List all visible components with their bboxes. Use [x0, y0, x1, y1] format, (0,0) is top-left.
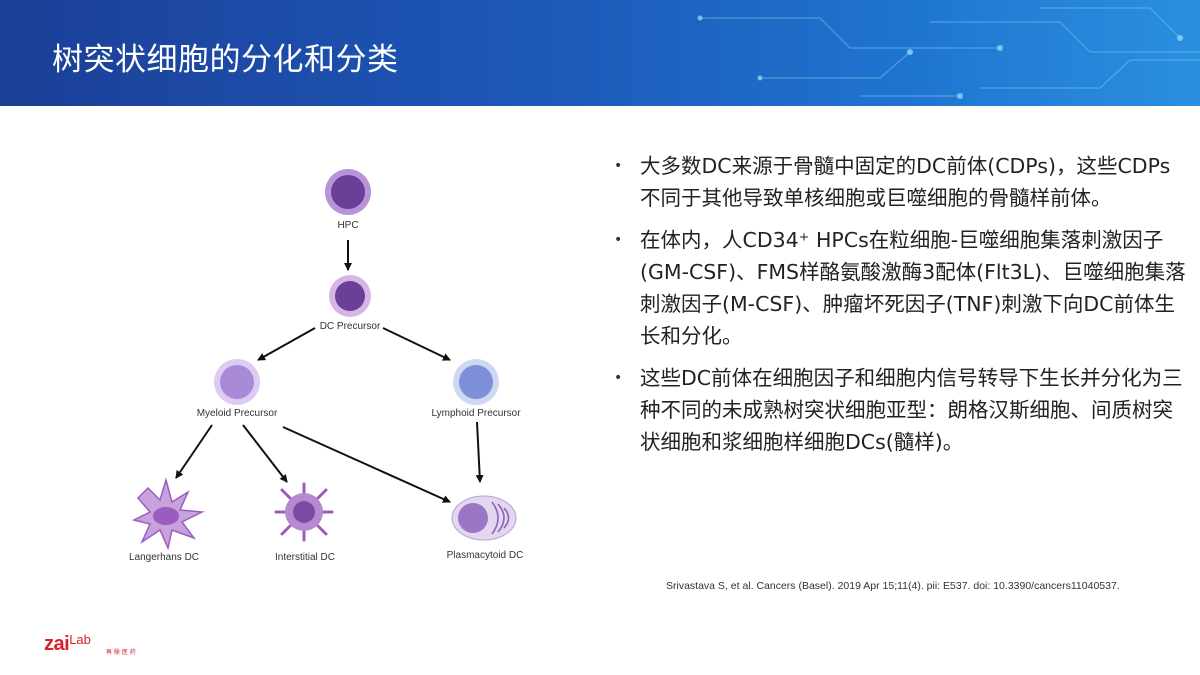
- hpc-cell-icon: [325, 169, 371, 215]
- bullet-text: 在体内，人CD34⁺ HPCs在粒细胞-巨噬细胞集落刺激因子(GM-CSF)、F…: [640, 228, 1186, 348]
- bullet-dot-icon: •: [614, 370, 623, 386]
- interstitial-dc-label: Interstitial DC: [275, 552, 335, 563]
- lymphoid-precursor-label: Lymphoid Precursor: [431, 408, 521, 419]
- myeloid-precursor-cell-icon: [214, 359, 260, 405]
- zai-lab-logo: zaiLab 再 鼎 医 药: [44, 632, 136, 657]
- plasmacytoid-dc-label: Plasmacytoid DC: [447, 550, 524, 561]
- bullet-text: 这些DC前体在细胞因子和细胞内信号转导下生长并分化为三种不同的未成熟树突状细胞亚…: [640, 366, 1183, 454]
- logo-sub-text: Lab: [69, 632, 91, 647]
- arrow-myeloid-to-langerhans: [175, 424, 213, 479]
- bullet-item: • 在体内，人CD34⁺ HPCs在粒细胞-巨噬细胞集落刺激因子(GM-CSF)…: [612, 224, 1187, 352]
- dc-precursor-label: DC Precursor: [320, 321, 381, 332]
- bullet-dot-icon: •: [614, 232, 623, 248]
- hpc-label: HPC: [337, 220, 358, 231]
- arrow-dc-precursor-to-lymphoid: [382, 327, 451, 361]
- circuit-decoration: [697, 7, 1200, 99]
- lymphoid-precursor-cell-icon: [453, 359, 499, 405]
- langerhans-dc-label: Langerhans DC: [129, 552, 199, 563]
- bullet-item: • 大多数DC来源于骨髓中固定的DC前体(CDPs)，这些CDPs不同于其他导致…: [612, 150, 1187, 214]
- logo-main-text: zai: [44, 633, 70, 655]
- slide-header: 树突状细胞的分化和分类: [0, 0, 1200, 106]
- interstitial-dc-cell-icon: [274, 482, 334, 542]
- arrow-lymphoid-to-plasmacytoid: [475, 421, 484, 483]
- slide-title: 树突状细胞的分化和分类: [52, 42, 399, 78]
- langerhans-dc-cell-icon: [131, 477, 205, 551]
- myeloid-precursor-label: Myeloid Precursor: [197, 408, 278, 419]
- citation: Srivastava S, et al. Cancers (Basel). 20…: [666, 580, 1120, 592]
- bullet-list: • 大多数DC来源于骨髓中固定的DC前体(CDPs)，这些CDPs不同于其他导致…: [612, 150, 1187, 468]
- dc-precursor-cell-icon: [329, 275, 371, 317]
- arrow-dc-precursor-to-myeloid: [257, 327, 316, 361]
- plasmacytoid-dc-cell-icon: [451, 495, 517, 541]
- bullet-item: • 这些DC前体在细胞因子和细胞内信号转导下生长并分化为三种不同的未成熟树突状细…: [612, 362, 1187, 458]
- arrow-myeloid-to-interstitial: [242, 424, 288, 483]
- bullet-dot-icon: •: [614, 158, 623, 174]
- bullet-text: 大多数DC来源于骨髓中固定的DC前体(CDPs)，这些CDPs不同于其他导致单核…: [640, 154, 1171, 210]
- arrow-myeloid-to-plasmacytoid: [282, 426, 451, 503]
- logo-chinese-text: 再 鼎 医 药: [106, 649, 136, 656]
- dc-differentiation-diagram: HPC DC Precursor Myeloid Precursor Lymph…: [129, 169, 524, 563]
